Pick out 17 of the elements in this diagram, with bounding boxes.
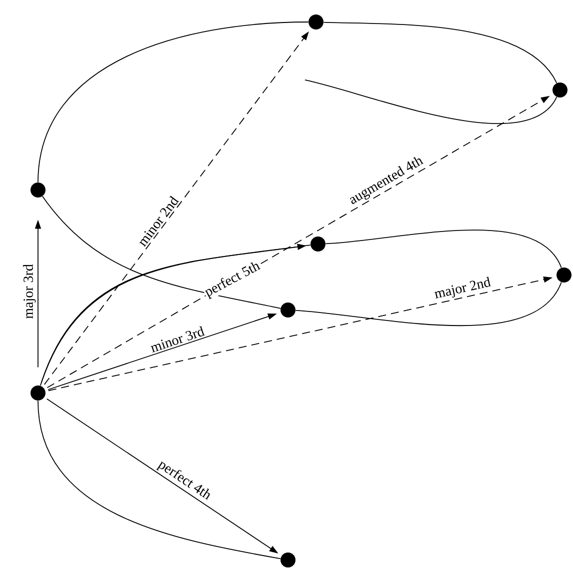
- dot: [556, 268, 572, 282]
- spiral-curve: [38, 22, 309, 183]
- spiral-curve: [325, 230, 562, 268]
- spiral-curve: [42, 196, 281, 309]
- spiral-curve: [295, 282, 562, 326]
- dot: [552, 82, 568, 98]
- spiral-curve: [323, 22, 558, 84]
- edge-label: major 3rd: [23, 264, 36, 319]
- dot: [310, 236, 326, 252]
- dot: [30, 182, 46, 198]
- spiral-curve: [304, 80, 558, 124]
- dot: [280, 302, 296, 318]
- dot: [308, 14, 324, 30]
- dot: [30, 386, 46, 400]
- dot: [280, 552, 296, 568]
- edge-label: major 2nd: [434, 276, 492, 298]
- edge-label: minor 3rd: [150, 326, 205, 352]
